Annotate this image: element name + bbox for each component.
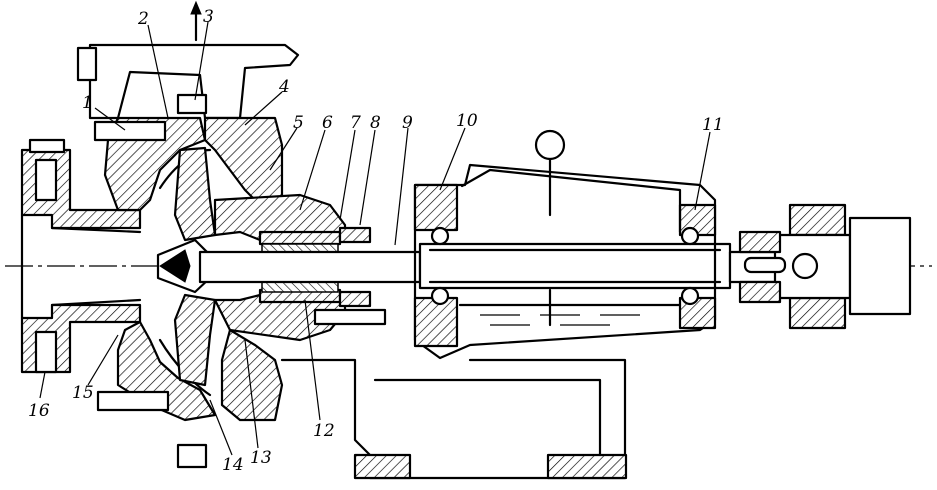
label-1: 1 [82, 93, 93, 113]
label-15: 15 [72, 383, 94, 403]
suction-inlet [20, 138, 142, 374]
label-14: 14 [222, 455, 244, 475]
label-9: 9 [402, 113, 413, 133]
label-8: 8 [370, 113, 381, 133]
coupling [738, 203, 912, 330]
shaft [198, 242, 812, 290]
label-13: 13 [250, 448, 272, 468]
label-11: 11 [702, 115, 724, 135]
label-12: 12 [313, 421, 335, 441]
label-2: 2 [137, 9, 149, 29]
label-3: 3 [203, 7, 214, 27]
label-6: 6 [322, 113, 333, 133]
label-10: 10 [456, 111, 478, 131]
label-16: 16 [28, 401, 50, 421]
base-pedestal [280, 358, 628, 480]
label-4: 4 [278, 77, 290, 97]
label-7: 7 [350, 113, 361, 133]
bearing-frame [413, 129, 717, 360]
leader-lines [39, 21, 711, 456]
impeller [156, 146, 217, 387]
label-5: 5 [293, 113, 304, 133]
bolts [93, 93, 208, 469]
